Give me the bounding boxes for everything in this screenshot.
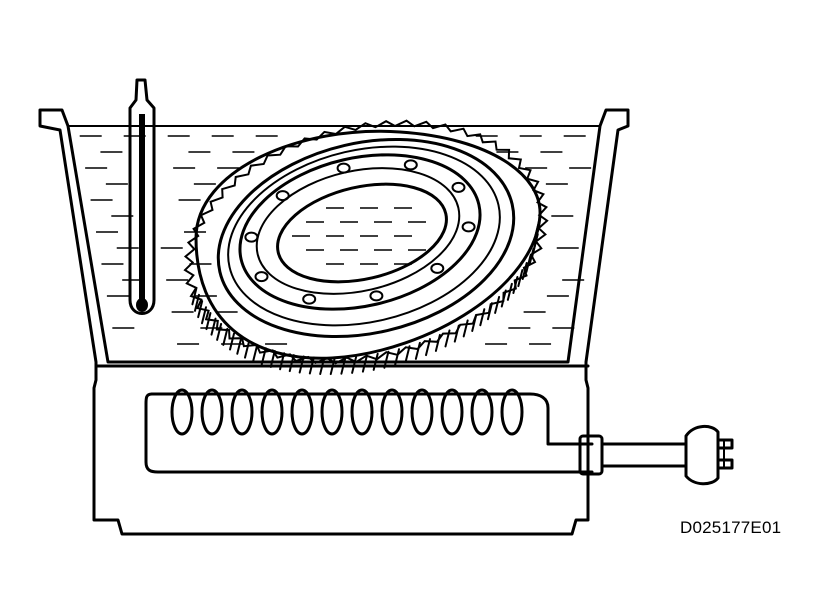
gear-tooth-edge (434, 333, 441, 352)
gear-tooth-edge (351, 355, 358, 374)
heated-liquid-icon (79, 135, 592, 345)
gear-tooth-edge (205, 312, 212, 331)
gear-tooth-edge (269, 349, 276, 368)
gear-tooth-edge (308, 356, 315, 375)
gear-tooth-edge (486, 302, 493, 321)
gear-tooth-edge (394, 348, 401, 367)
bolt-hole (254, 271, 269, 283)
bolt-hole (302, 293, 317, 305)
gear-tooth-edge (479, 308, 486, 327)
coil-loop (260, 388, 284, 436)
bolt-hole (403, 159, 418, 171)
gear-tooth-edge (521, 262, 528, 281)
gear-tooth-edge (444, 329, 451, 348)
bolt-hole (461, 221, 476, 233)
bolt-hole (369, 290, 384, 302)
tank-icon (38, 108, 630, 536)
gear-tooth-edge (361, 354, 368, 373)
gear-tooth-edge (244, 340, 251, 359)
gear-tooth-edge (525, 254, 532, 273)
gear-tooth-edge (340, 356, 347, 375)
bolt-hole (244, 231, 259, 243)
coil-loop (320, 388, 344, 436)
gear-tooth-edge (494, 295, 501, 314)
coil-loop (500, 388, 524, 436)
gear-tooth-edge (216, 322, 223, 341)
gear-tooth-edge (506, 282, 513, 301)
gear-tooth-edge (222, 327, 229, 346)
ring-gear-icon (183, 119, 549, 376)
gear-tooth-edge (372, 352, 379, 371)
gear-tooth-edge (383, 350, 390, 369)
gear-tooth-edge (200, 306, 207, 325)
coil-loop (290, 388, 314, 436)
gear-tooth-edge (517, 269, 524, 288)
gear-tooth-edge (500, 289, 507, 308)
bolt-hole (275, 190, 290, 202)
gear-tooth-edge (191, 287, 198, 306)
gear-tooth-edge (414, 341, 421, 360)
coil-loop (170, 388, 194, 436)
gear-tooth-edge (512, 276, 519, 295)
gear-tooth-edge (319, 356, 326, 375)
coil-loop (200, 388, 224, 436)
gear-tooth-edge (252, 344, 259, 363)
gear-tooth-edge (260, 347, 267, 366)
gear-tooth-edge (462, 319, 469, 338)
drawing-code-label: D025177E01 (680, 518, 782, 537)
gear-tooth-edge (471, 313, 478, 332)
coil-loop (410, 388, 434, 436)
gear-tooth-edge (425, 338, 432, 357)
coil-loop (380, 388, 404, 436)
gear-tooth-edge (528, 247, 535, 266)
coil-loop (440, 388, 464, 436)
coil-loop (230, 388, 254, 436)
power-cord-icon (578, 434, 688, 476)
gear-tooth-edge (298, 355, 305, 374)
gear-tooth-edge (404, 345, 411, 364)
gear-tooth-edge (229, 332, 236, 351)
bolt-hole (430, 262, 445, 274)
coil-loop (350, 388, 374, 436)
bolt-hole (451, 181, 466, 193)
gear-tooth-edge (210, 317, 217, 336)
heating-coil-icon (144, 388, 594, 474)
electric-plug-icon (684, 425, 734, 486)
bolt-hole (336, 162, 351, 174)
gear-tooth-edge (236, 336, 243, 355)
gear-tooth-edge (453, 324, 460, 343)
gear-tooth-edge (197, 300, 204, 319)
gear-tooth-edge (329, 357, 336, 376)
gear-tooth-edge (193, 293, 200, 312)
thermometer-icon (128, 78, 156, 315)
coil-loop (470, 388, 494, 436)
